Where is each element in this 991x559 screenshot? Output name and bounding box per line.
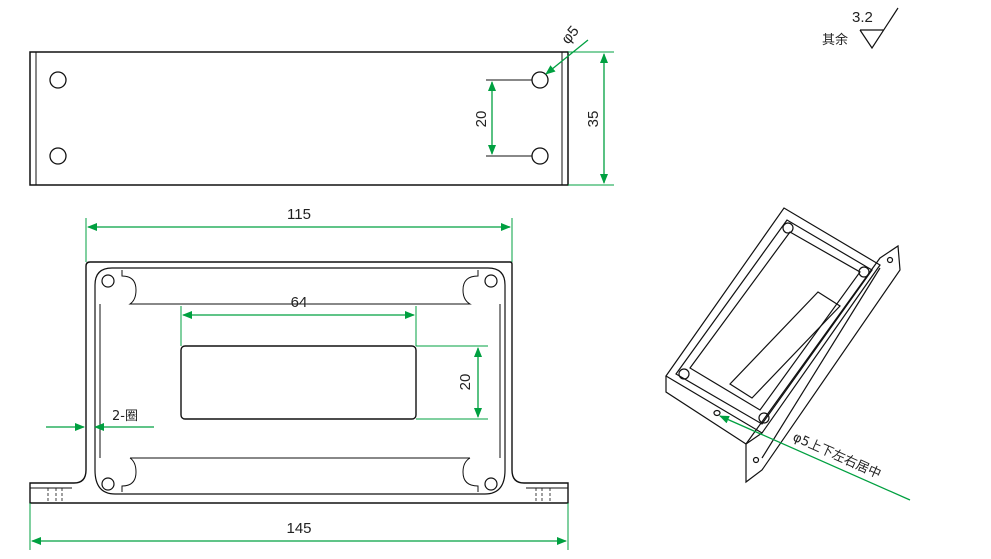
total-width-label: 145 (286, 520, 311, 537)
mount-hole-bottom-left (49, 147, 67, 165)
iso-corner-hole (858, 266, 870, 278)
iso-box-inner-rim (675, 219, 873, 425)
inner-width-label: 115 (287, 206, 311, 223)
mount-hole-top-left (49, 71, 67, 89)
surface-finish-prefix: 其余 (822, 32, 848, 48)
top-view-outline (29, 51, 569, 186)
iso-box-rim (665, 207, 881, 434)
height-label: 35 (585, 111, 602, 128)
iso-display-window (729, 291, 841, 399)
iso-box-side (665, 376, 747, 445)
corner-screw-hole-br (484, 477, 498, 491)
lid-recess-top (121, 270, 479, 305)
hole-diameter-label: φ5 (558, 23, 583, 48)
corner-screw-hole-tl (101, 274, 115, 288)
iso-box-edge (745, 432, 763, 445)
front-view: 115 64 20 2-圈 145 (29, 206, 569, 550)
wall-thickness-label: 2-圈 (112, 409, 138, 424)
surface-finish-symbol: 其余 3.2 (822, 7, 899, 50)
iso-flange-plate (745, 244, 901, 484)
surface-finish-value: 3.2 (852, 9, 873, 26)
enclosure-outline (29, 261, 569, 504)
iso-corner-hole (758, 412, 770, 424)
mount-hole-top-right (531, 71, 549, 89)
display-window (180, 345, 417, 420)
iso-flange-hole (886, 256, 894, 264)
corner-screw-hole-bl (101, 477, 115, 491)
mount-hole-bottom-right (531, 147, 549, 165)
hole-spacing-label: 20 (473, 111, 490, 128)
isometric-view (665, 207, 901, 484)
corner-screw-hole-tr (484, 274, 498, 288)
lid-recess-bottom (121, 457, 479, 492)
window-height-label: 20 (457, 374, 474, 391)
enclosure-inner-wall (94, 267, 506, 495)
iso-side-hole (713, 409, 721, 417)
hole-leader-line (545, 39, 589, 75)
iso-corner-hole (678, 368, 690, 380)
iso-flange-edge (761, 267, 881, 459)
iso-flange-hole (752, 456, 760, 464)
iso-hole-note: φ5上下左右居中 (790, 430, 883, 482)
roughness-icon (859, 7, 899, 50)
top-view: 20 φ5 35 (29, 23, 614, 186)
iso-hole-leader (719, 415, 911, 501)
iso-box-floor (689, 231, 861, 411)
window-width-label: 64 (291, 294, 308, 311)
iso-corner-hole (782, 222, 794, 234)
